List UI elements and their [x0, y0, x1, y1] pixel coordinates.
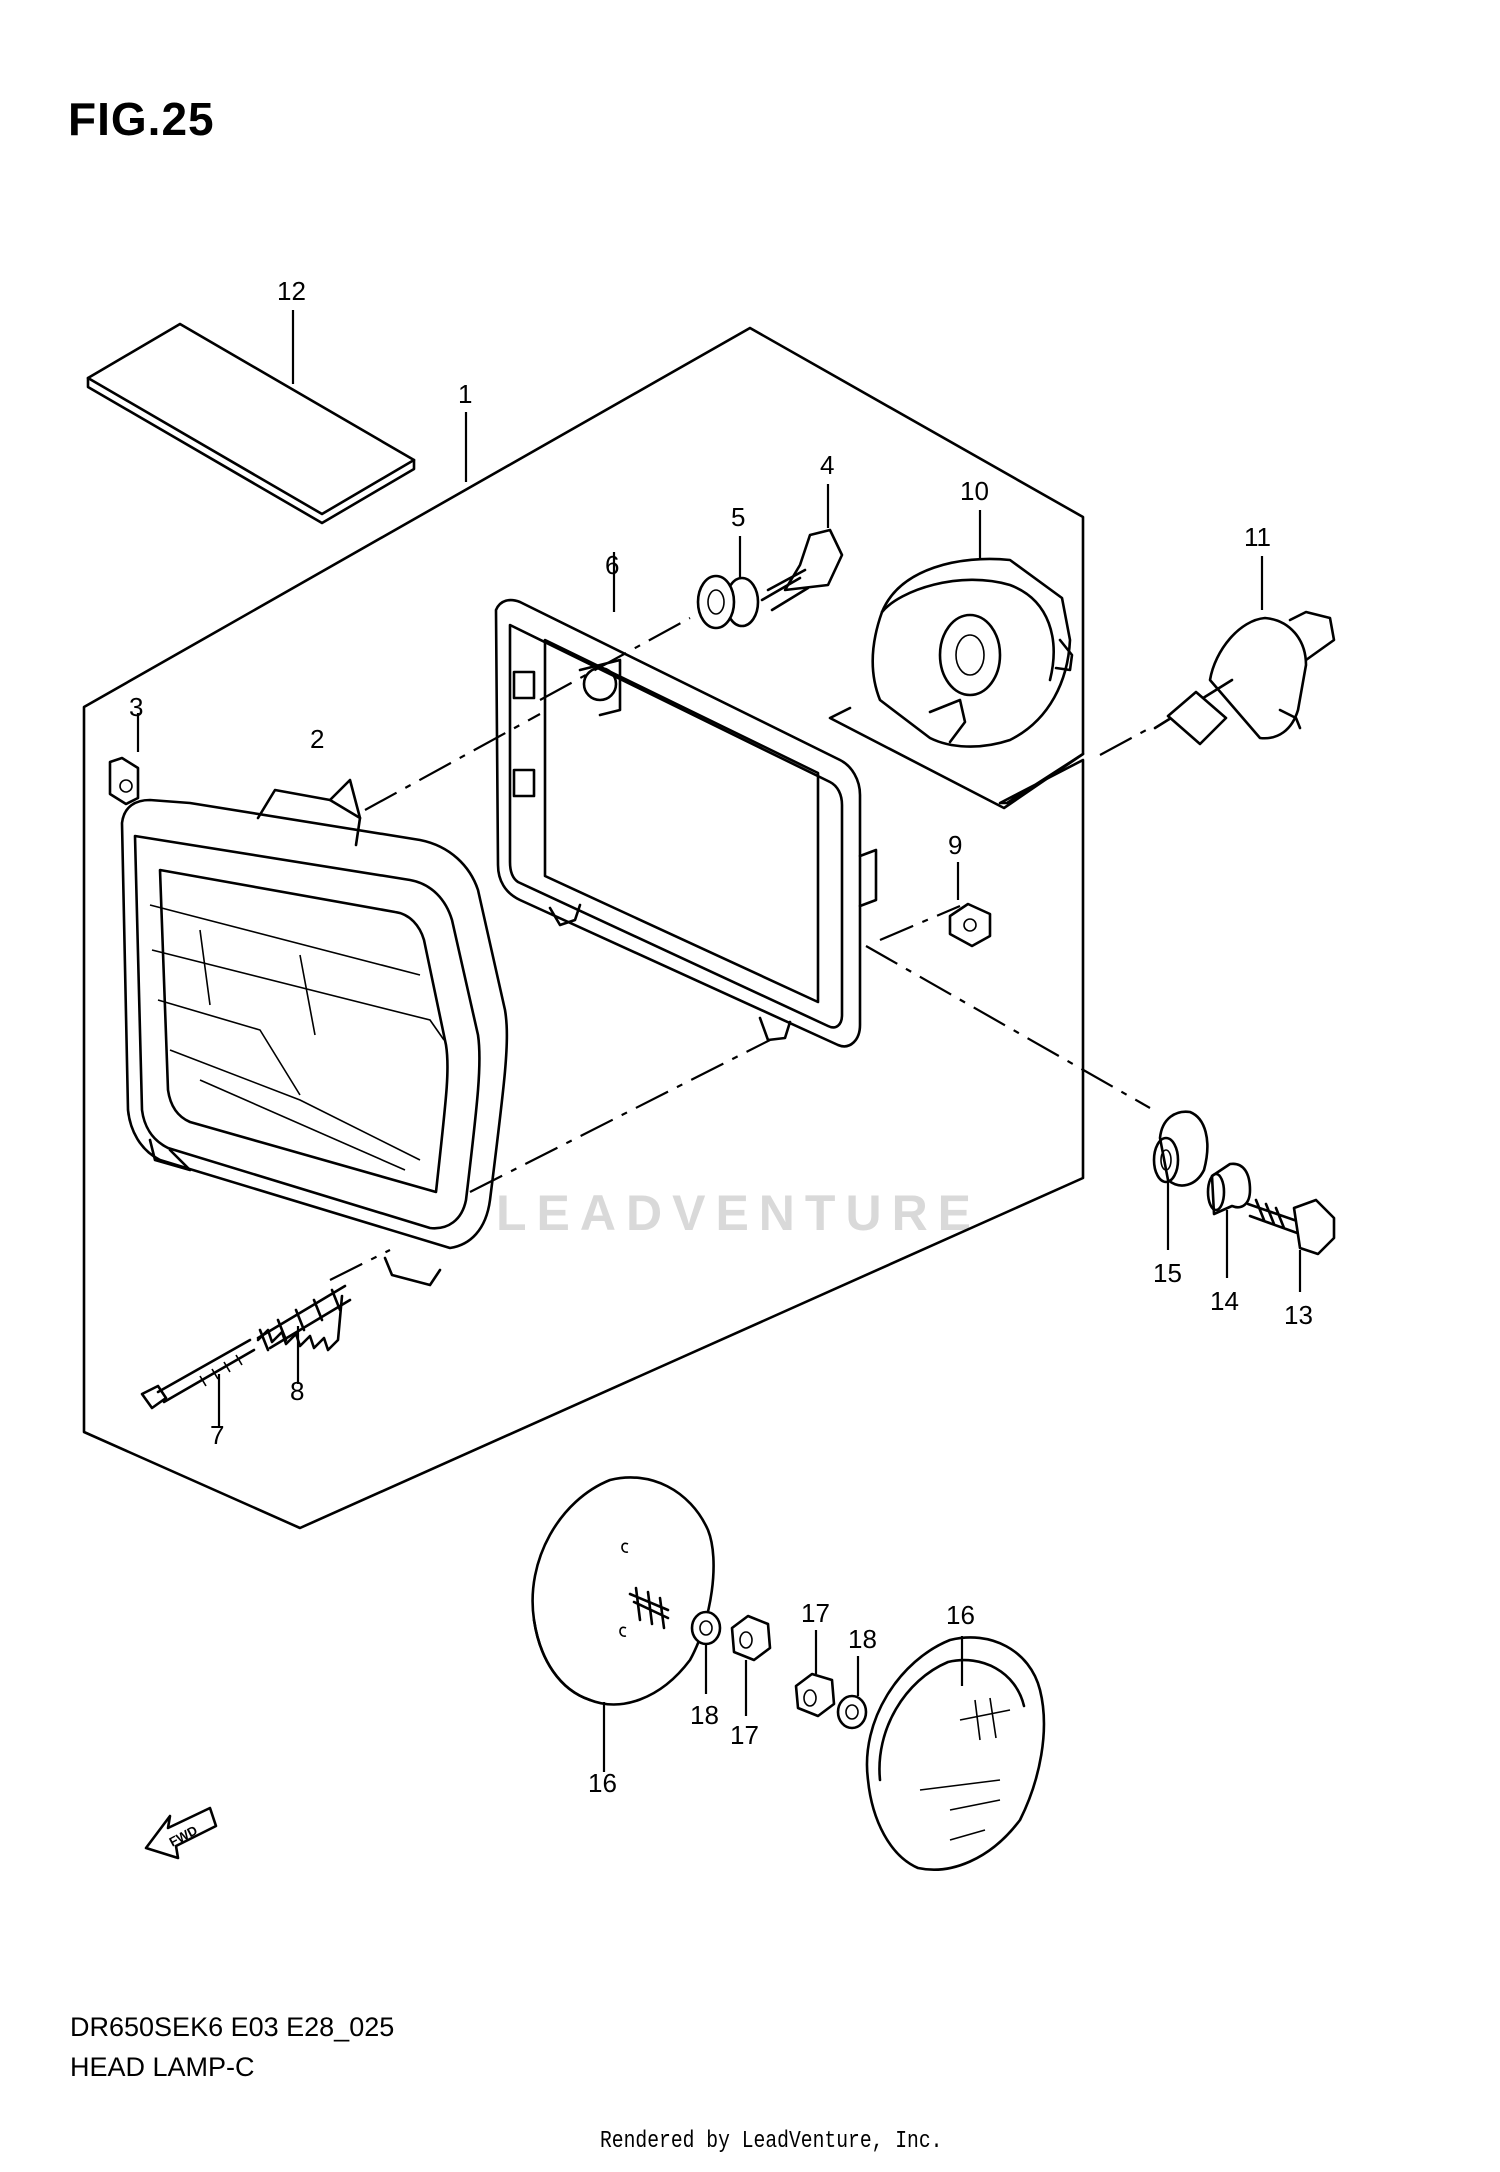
callout-6: 6: [605, 550, 619, 580]
rear-cover-part-16-left: [531, 1476, 715, 1772]
screw-part-4: [760, 484, 844, 612]
callout-17-left: 17: [730, 1720, 759, 1750]
assembly-line-b: [539, 617, 691, 701]
callout-5: 5: [731, 502, 745, 532]
callout-13: 13: [1284, 1300, 1313, 1330]
part-name: HEAD LAMP-C: [70, 2052, 255, 2082]
callout-16-left: 16: [588, 1768, 617, 1798]
callout-18-left: 18: [690, 1700, 719, 1730]
watermark: LEADVENTURE: [496, 1185, 982, 1241]
assembly-line-d: [879, 904, 961, 942]
collar-part-14: [1206, 1162, 1252, 1278]
forward-arrow-icon: FWD: [144, 1806, 218, 1860]
figure-title: FIG.25: [68, 93, 215, 145]
bushing-part-15: [1152, 1110, 1209, 1250]
model-code: DR650SEK6 E03 E28_025: [70, 2012, 395, 2042]
headlamp-unit-part-2: [120, 778, 509, 1287]
callout-10: 10: [960, 476, 989, 506]
callout-17-right: 17: [801, 1598, 830, 1628]
housing-frame-part-6: [494, 552, 878, 1048]
callout-11: 11: [1244, 522, 1271, 552]
callout-4: 4: [820, 450, 834, 480]
spring-part-8: [256, 1284, 352, 1384]
assembly-outline: [82, 326, 1085, 1530]
callout-1: 1: [458, 379, 472, 409]
bolt-part-13: [1246, 1198, 1336, 1292]
assembly-line-e: [469, 1039, 771, 1193]
washer-part-18-right: [836, 1656, 868, 1730]
nut-clip-part-9: [948, 862, 992, 948]
label-sticker-part-12: [86, 310, 416, 525]
assembly-outline-notch: [828, 706, 1085, 810]
grommet-part-5: [696, 536, 760, 630]
assembly-line-f: [1099, 727, 1151, 756]
callout-3: 3: [129, 692, 143, 722]
callout-9: 9: [948, 830, 962, 860]
assembly-line-c: [865, 945, 1151, 1109]
adjust-screw-part-7: [140, 1338, 256, 1426]
callout-18-right: 18: [848, 1624, 877, 1654]
socket-cover-part-10: [871, 510, 1074, 748]
assembly-line-g: [329, 1249, 391, 1281]
callout-14: 14: [1210, 1286, 1239, 1316]
callout-16-right: 16: [946, 1600, 975, 1630]
washer-part-18-left: [690, 1610, 722, 1694]
callout-8: 8: [290, 1376, 304, 1406]
callout-12: 12: [277, 276, 306, 306]
clip-part-3: [108, 713, 140, 806]
callout-2: 2: [310, 724, 324, 754]
render-credit: Rendered by LeadVenture, Inc.: [600, 2128, 943, 2155]
nut-part-17-left: [730, 1614, 772, 1716]
callout-7: 7: [210, 1420, 224, 1450]
assembly-line-a: [364, 713, 541, 811]
nut-part-17-right: [794, 1630, 836, 1718]
bulb-part-11: [1153, 556, 1336, 746]
callout-15: 15: [1153, 1258, 1182, 1288]
front-cover-part-16-right: [865, 1636, 1046, 1871]
